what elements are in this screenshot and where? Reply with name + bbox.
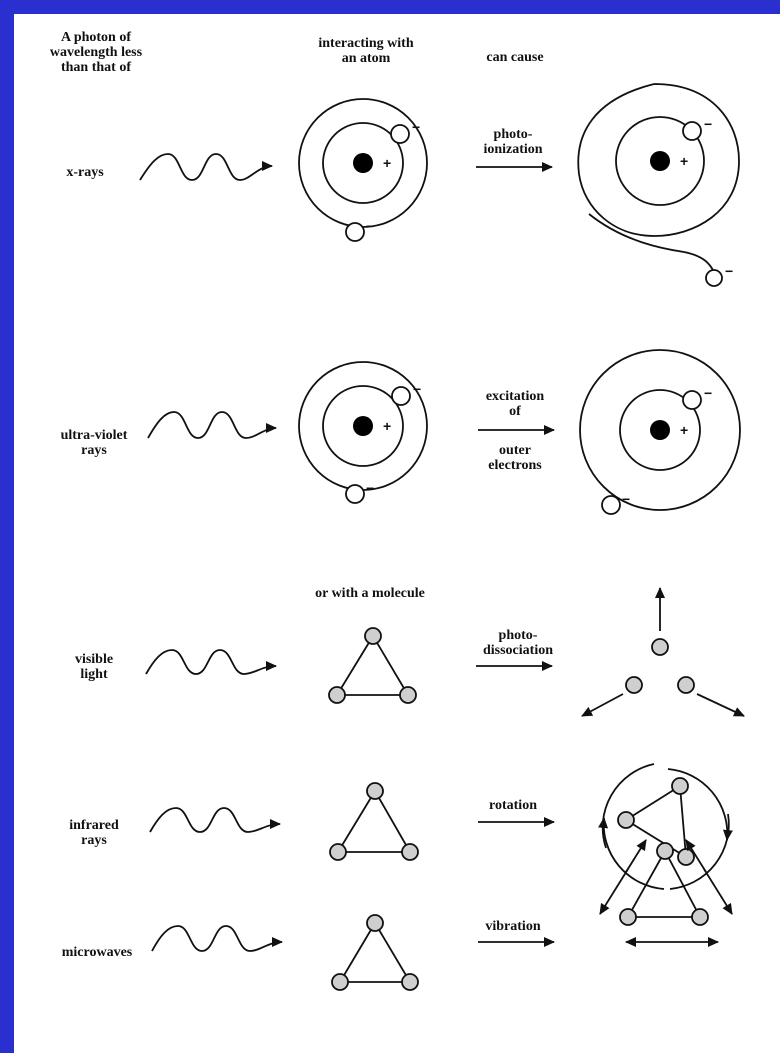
effect-label-uv: excitation of [468,389,562,419]
effect-label-infrared: rotation [468,798,558,813]
rotating-molecule [603,764,729,889]
atom-icon [330,844,346,860]
effect-line: ionization [468,142,558,157]
header-interacting-line: interacting with [300,36,432,51]
atom-icon [618,812,634,828]
atom-icon [402,844,418,860]
electron-icon [392,387,410,405]
effect-line: vibration [468,919,558,934]
negative-sign: − [412,119,420,135]
source-line: rays [44,443,144,458]
source-line: infrared [54,818,134,833]
negative-sign: − [622,491,630,507]
negative-sign: − [413,381,421,397]
nucleus-icon [353,153,373,173]
effect-line: photo- [468,628,568,643]
effect-label-uv-lower: outer electrons [468,443,562,473]
negative-sign: − [725,263,733,279]
effect-label-visible: photo- dissociation [468,628,568,658]
source-line: light [54,667,134,682]
effect-line: dissociation [468,643,568,658]
nucleus-icon [650,420,670,440]
effect-line: of [468,404,562,419]
photon-wave-uv [148,412,276,438]
atom-icon [678,677,694,693]
atom-icon [367,783,383,799]
atom-xray-after [578,84,739,286]
atom-icon [657,843,673,859]
effect-line: outer [468,443,562,458]
atom-icon [672,778,688,794]
atom-icon [652,639,668,655]
figure-page: + + + + − − − − − − − − A photon of wave… [14,14,780,1053]
effect-label-xray: photo- ionization [468,127,558,157]
header-interacting-line: an atom [300,51,432,66]
positive-sign: + [680,153,688,169]
header-interacting-label: interacting with an atom [300,36,432,66]
electron-icon [683,122,701,140]
negative-sign: − [366,218,374,234]
atom-icon [626,677,642,693]
source-label-microwave: microwaves [52,945,142,960]
source-line: rays [54,833,134,848]
effect-line: rotation [468,798,558,813]
negative-sign: − [704,385,712,401]
source-line: visible [54,652,134,667]
effect-line: photo- [468,127,558,142]
atom-icon [692,909,708,925]
dissociated-molecule [582,588,744,716]
molecule-microwave [332,915,418,990]
electron-icon [602,496,620,514]
source-line: ultra-violet [44,428,144,443]
atom-icon [367,915,383,931]
negative-sign: − [704,116,712,132]
header-photon-line: A photon of [36,30,156,45]
atom-icon [332,974,348,990]
nucleus-icon [650,151,670,171]
negative-sign: − [366,480,374,496]
molecule-header-label: or with a molecule [290,586,450,601]
photon-wave-xray [140,154,272,180]
atom-icon [678,849,694,865]
atom-xray-before [299,99,427,241]
effect-line: excitation [468,389,562,404]
atom-icon [402,974,418,990]
arrow-down-left [582,694,623,716]
atom-icon [620,909,636,925]
header-photon-line: wavelength less [36,45,156,60]
source-label-xray: x-rays [40,165,130,180]
electron-icon [346,485,364,503]
molecule-visible [329,628,416,703]
electron-icon [391,125,409,143]
effect-label-microwave: vibration [468,919,558,934]
electron-icon [706,270,722,286]
header-photon-line: than that of [36,60,156,75]
electron-icon [346,223,364,241]
vibrating-molecule [600,840,732,942]
positive-sign: + [383,155,391,171]
source-line: x-rays [40,165,130,180]
nucleus-icon [353,416,373,436]
atom-uv-before [299,362,427,503]
atom-icon [365,628,381,644]
positive-sign: + [383,418,391,434]
source-label-visible: visible light [54,652,134,682]
positive-sign: + [680,422,688,438]
molecule-infrared [330,783,418,860]
source-label-uv: ultra-violet rays [44,428,144,458]
photon-wave-infrared [150,808,280,832]
atom-icon [400,687,416,703]
source-label-infrared: infrared rays [54,818,134,848]
header-cause-label: can cause [470,50,560,65]
source-line: microwaves [52,945,142,960]
ejected-electron-path [578,84,739,272]
photon-wave-microwave [152,926,282,951]
atom-icon [329,687,345,703]
header-photon-label: A photon of wavelength less than that of [36,30,156,75]
photon-wave-visible [146,650,276,674]
effect-line: electrons [468,458,562,473]
arrow-down-right [697,694,744,716]
electron-icon [683,391,701,409]
atom-uv-after [580,350,740,514]
